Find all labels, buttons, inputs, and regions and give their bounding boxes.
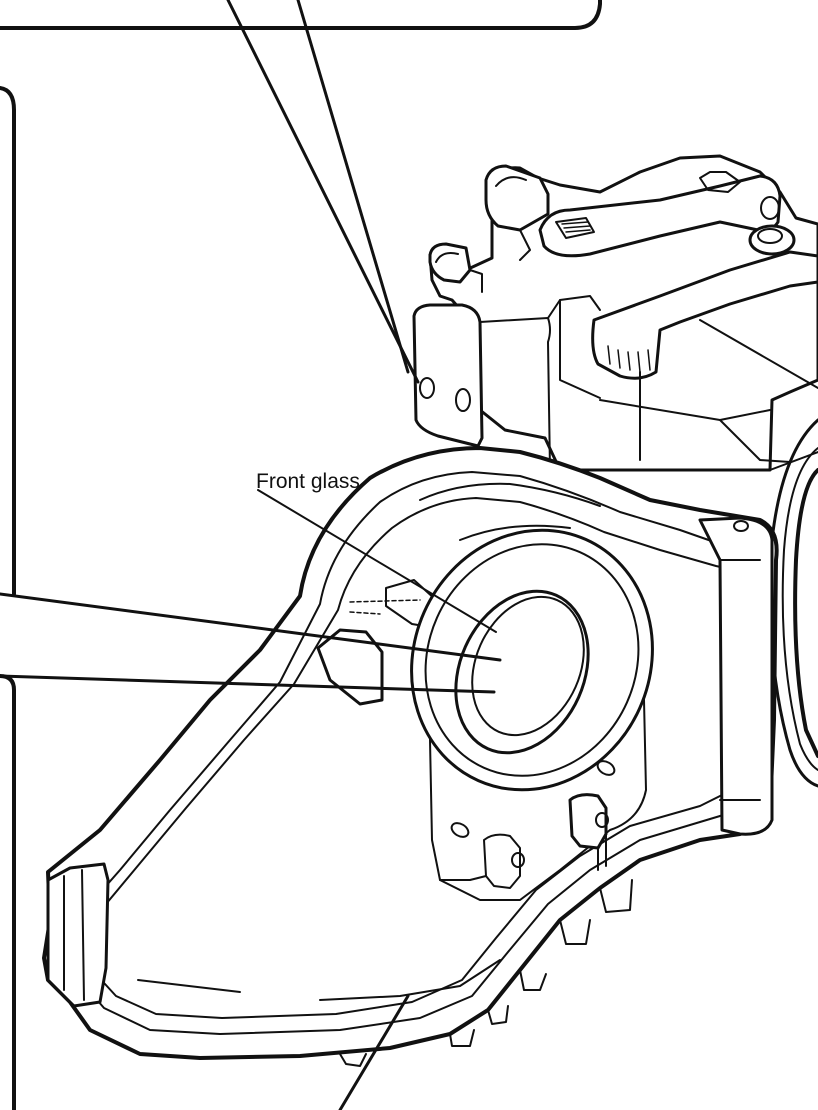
front-housing	[42, 446, 779, 1067]
leader-lines	[0, 0, 502, 1110]
front-glass-label: Front glass	[256, 470, 360, 493]
callout-box-left-lower	[0, 674, 16, 1110]
front-glass	[410, 528, 654, 792]
camera-body-upper	[412, 154, 818, 472]
callout-box-left-upper	[0, 86, 16, 596]
callout-box-top	[0, 0, 602, 30]
housing-pins	[439, 760, 616, 889]
